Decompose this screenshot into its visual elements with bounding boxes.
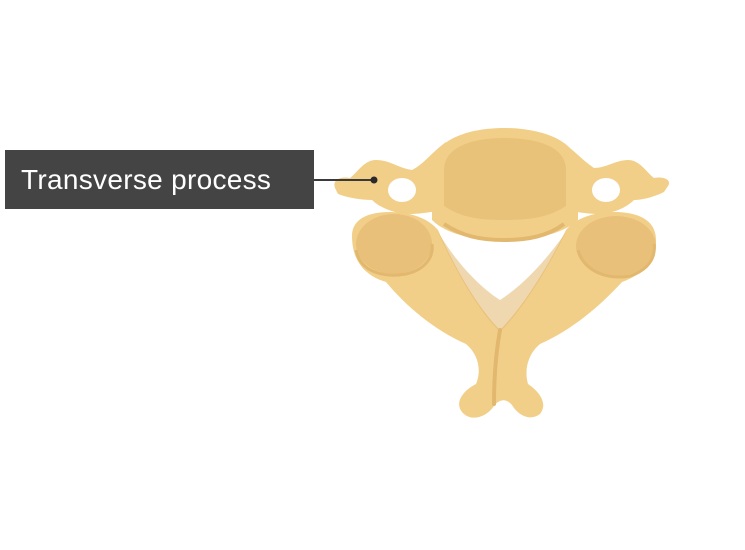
label-transverse-process-text: Transverse process [21,163,272,195]
right-transverse-process [562,142,670,214]
leader-line-dot [370,176,378,184]
right-articular-facet [576,216,656,276]
label-transverse-process: Transverse process [5,150,314,209]
right-transverse-foramen [592,178,620,202]
left-transverse-foramen [388,178,416,202]
vertebral-arch [352,212,656,418]
arch-highlight [438,232,566,332]
left-articular-facet-rim [354,243,434,277]
right-articular-facet-rim [576,243,656,279]
left-transverse-process [334,142,446,214]
spinous-process-groove [492,328,502,406]
vertebral-body-surface [444,138,566,220]
vertebral-body-lower-lip [442,222,566,243]
left-articular-facet [356,214,432,274]
cervical-vertebra [334,128,670,418]
